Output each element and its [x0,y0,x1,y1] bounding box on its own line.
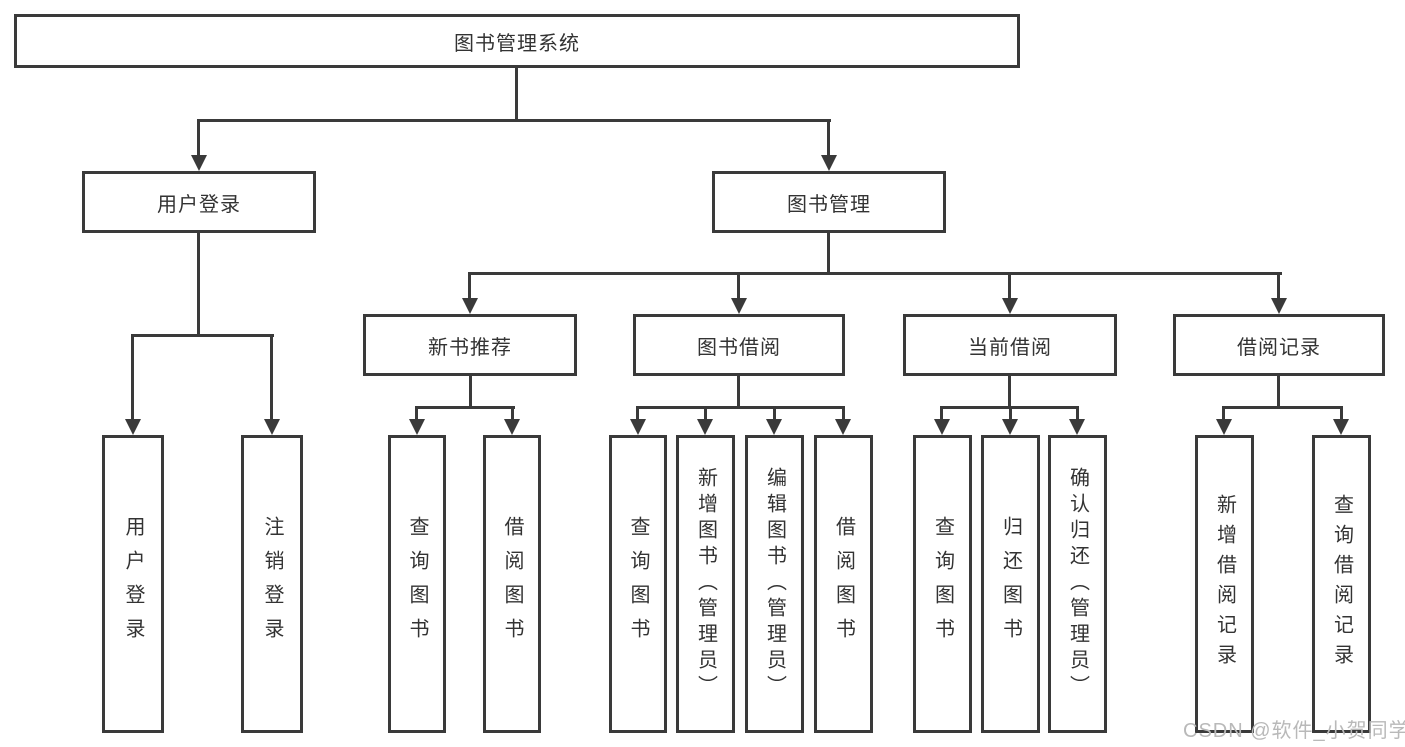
root-node: 图书管理系统 [14,14,1020,68]
arrow-down-icon [1002,298,1018,314]
leaf-add-books-admin: 新增图书（管理员） [676,435,735,733]
leaf-return-books: 归还图书 [981,435,1040,733]
arrow-down-icon [835,419,851,435]
leaf-edit-books-admin: 编辑图书（管理员） [745,435,804,733]
connector-stem [1277,376,1280,407]
arrow-down-icon [191,155,207,171]
leaf-label: 新增图书（管理员） [694,467,717,701]
new-book-recommend-node: 新书推荐 [363,314,577,376]
connector-to-user-login [197,119,200,159]
connector-leaf [842,406,845,421]
arrow-down-icon [409,419,425,435]
connector-leaf [940,406,943,421]
connector-stem [469,376,472,407]
book-management-node: 图书管理 [712,171,946,233]
connector-leaf [131,334,134,421]
leaf-label: 借阅图书 [501,516,523,652]
arrow-down-icon [125,419,141,435]
arrow-down-icon [264,419,280,435]
arrow-down-icon [462,298,478,314]
csdn-watermark: CSDN @软件_小贺同学 [1183,720,1405,742]
leaf-borrow-books-recommend: 借阅图书 [483,435,541,733]
borrow-record-node: 借阅记录 [1173,314,1385,376]
connector-leaf [1277,272,1280,300]
connector-leaf [511,406,514,421]
connector-root-stem [515,68,518,121]
leaf-query-books-borrow: 查询图书 [609,435,667,733]
arrow-down-icon [1069,419,1085,435]
connector-leaf [773,406,776,421]
leaf-add-borrow-record: 新增借阅记录 [1195,435,1254,733]
leaf-confirm-return-admin: 确认归还（管理员） [1048,435,1107,733]
leaf-query-books-current: 查询图书 [913,435,972,733]
connector-book-mgmt-branch [468,272,1282,275]
connector-leaf [636,406,639,421]
connector-leaf [1008,272,1011,300]
leaf-query-borrow-record: 查询借阅记录 [1312,435,1371,733]
connector-user-login-branch [131,334,274,337]
connector-to-book-management [827,119,830,159]
connector-leaf [270,334,273,421]
connector-branch [1222,406,1343,409]
leaf-label: 查询图书 [406,516,428,652]
arrow-down-icon [766,419,782,435]
connector-stem [1008,376,1011,407]
arrow-down-icon [934,419,950,435]
leaf-label: 新增借阅记录 [1213,494,1236,674]
connector-book-mgmt-stem [827,233,830,274]
connector-user-login-stem [197,233,200,336]
arrow-down-icon [630,419,646,435]
leaf-borrow-books: 借阅图书 [814,435,873,733]
arrow-down-icon [821,155,837,171]
connector-leaf [737,272,740,300]
connector-stem [737,376,740,407]
leaf-label: 用户登录 [122,516,144,652]
arrow-down-icon [1271,298,1287,314]
book-borrow-node: 图书借阅 [633,314,845,376]
leaf-label: 借阅图书 [832,516,855,652]
arrow-down-icon [1333,419,1349,435]
connector-leaf [1076,406,1079,421]
leaf-label: 注销登录 [261,516,283,652]
leaf-query-books-recommend: 查询图书 [388,435,446,733]
connector-leaf [415,406,418,421]
connector-branch [636,406,845,409]
user-login-node: 用户登录 [82,171,316,233]
leaf-label: 确认归还（管理员） [1066,467,1089,701]
leaf-user-login: 用户登录 [102,435,164,733]
leaf-label: 查询图书 [627,516,649,652]
arrow-down-icon [1002,419,1018,435]
connector-leaf [1009,406,1012,421]
leaf-label: 编辑图书（管理员） [763,467,786,701]
connector-leaf [704,406,707,421]
connector-root-branch [197,119,831,122]
leaf-label: 查询图书 [931,516,954,652]
arrow-down-icon [731,298,747,314]
arrow-down-icon [504,419,520,435]
connector-leaf [1222,406,1225,421]
leaf-label: 查询借阅记录 [1330,494,1353,674]
arrow-down-icon [1216,419,1232,435]
connector-branch [415,406,515,409]
leaf-label: 归还图书 [999,516,1022,652]
arrow-down-icon [697,419,713,435]
leaf-logout: 注销登录 [241,435,303,733]
connector-leaf [468,272,471,300]
current-borrow-node: 当前借阅 [903,314,1117,376]
connector-leaf [1340,406,1343,421]
